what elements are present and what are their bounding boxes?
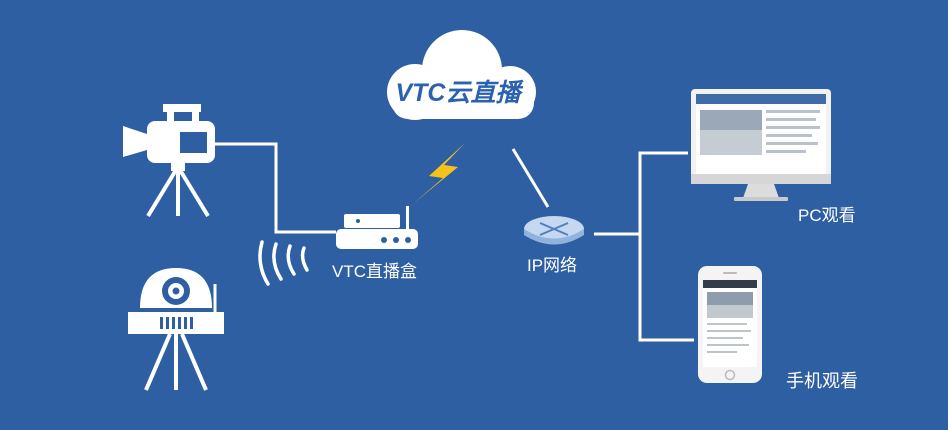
desktop-monitor-icon bbox=[691, 89, 831, 201]
router-to-mobile-line bbox=[638, 234, 694, 342]
streaming-box-label: VTC直播盒 bbox=[332, 262, 417, 281]
mobile-viewing-label: 手机观看 bbox=[786, 371, 858, 391]
smartphone-icon bbox=[698, 266, 762, 383]
dome-camera-icon bbox=[128, 268, 224, 391]
pc-viewing-label: PC观看 bbox=[798, 206, 856, 225]
cloud-icon bbox=[387, 30, 536, 120]
router-to-viewers-line bbox=[594, 151, 688, 236]
camera-to-box-line bbox=[214, 142, 336, 234]
lightning-bolt-icon bbox=[414, 143, 465, 203]
cloud-to-router-line bbox=[511, 148, 550, 208]
connector-lines bbox=[214, 142, 694, 342]
video-camera-icon bbox=[123, 104, 215, 218]
cloud-brand-label: VTC云直播 bbox=[395, 79, 521, 107]
router-box-icon bbox=[336, 206, 418, 249]
ip-network-label: IP网络 bbox=[527, 256, 578, 275]
network-router-icon bbox=[524, 216, 584, 245]
wireless-signal-icon bbox=[258, 240, 309, 286]
